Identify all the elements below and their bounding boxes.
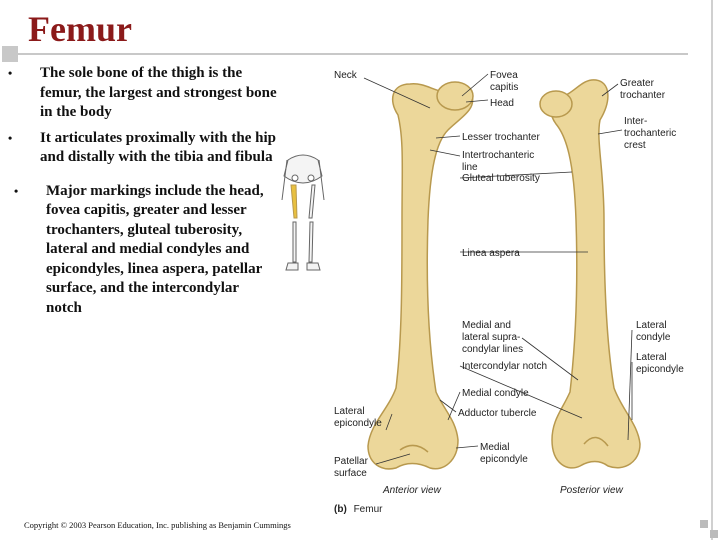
title-accent-square (2, 46, 18, 62)
posterior-femur-illustration (539, 79, 641, 469)
label-greater-1: Greater (620, 78, 655, 89)
caption-part: (b) (334, 504, 347, 515)
anterior-view-label: Anterior view (382, 485, 442, 496)
label-fovea-2: capitis (490, 82, 518, 93)
bullet-text: Major markings include the head, fovea c… (46, 182, 264, 316)
posterior-view-label: Posterior view (560, 485, 624, 496)
label-lesser-trochanter: Lesser trochanter (462, 132, 540, 143)
bullet-item: • The sole bone of the thigh is the femu… (8, 64, 278, 123)
label-med-supra-3: condylar lines (462, 344, 523, 355)
label-inter-crest-3: crest (624, 140, 646, 151)
label-medial-epicondyle-1: Medial (480, 442, 509, 453)
bullet-marker: • (8, 130, 13, 145)
label-lat-condyle-1: Lateral (636, 320, 667, 331)
label-gluteal-tuberosity: Gluteal tuberosity (462, 173, 540, 184)
label-inter-line-1: Intertrochanteric (462, 150, 534, 161)
label-neck: Neck (334, 70, 358, 81)
slide-title: Femur (28, 9, 132, 49)
label-patellar-2: surface (334, 468, 367, 479)
bullet-marker: • (8, 66, 13, 80)
label-lat-epicondyle-right-2: epicondyle (636, 364, 684, 375)
label-medial-condyle: Medial condyle (462, 388, 529, 399)
title-underline (18, 53, 688, 55)
label-med-supra-2: lateral supra- (462, 332, 520, 343)
label-fovea-1: Fovea (490, 70, 518, 81)
bullet-text: It articulates proximally with the hip a… (40, 129, 276, 166)
label-inter-line-2: line (462, 162, 478, 173)
bullet-item: • Major markings include the head, fovea… (8, 182, 278, 319)
figure-caption: (b) Femur (334, 504, 383, 515)
label-greater-2: trochanter (620, 90, 666, 101)
label-head: Head (490, 98, 514, 109)
bullet-list: • The sole bone of the thigh is the femu… (8, 64, 278, 324)
label-lat-epicondyle-left-2: epicondyle (334, 418, 382, 429)
bullet-marker: • (14, 183, 19, 198)
anterior-femur-illustration (367, 81, 474, 470)
right-border-line (711, 0, 713, 540)
copyright-notice: Copyright © 2003 Pearson Education, Inc.… (24, 520, 291, 530)
label-inter-crest-1: Inter- (624, 116, 647, 127)
skeleton-thumbnail (281, 154, 325, 271)
label-patellar-1: Patellar (334, 456, 369, 467)
corner-decoration (700, 520, 718, 538)
highlighted-femur (290, 184, 298, 219)
label-lat-epicondyle-right-1: Lateral (636, 352, 667, 363)
label-adductor-tubercle: Adductor tubercle (458, 408, 537, 419)
label-inter-crest-2: trochanteric (624, 128, 676, 139)
label-lat-epicondyle-left-1: Lateral (334, 406, 365, 417)
label-med-supra-1: Medial and (462, 320, 511, 331)
label-linea-aspera: Linea aspera (462, 248, 520, 259)
label-intercondylar-notch: Intercondylar notch (462, 361, 547, 372)
label-lat-condyle-2: condyle (636, 332, 671, 343)
caption-name: Femur (354, 504, 384, 515)
label-medial-epicondyle-2: epicondyle (480, 454, 528, 465)
bullet-item: • It articulates proximally with the hip… (8, 129, 278, 168)
bullet-text: The sole bone of the thigh is the femur,… (40, 65, 277, 120)
leader-lines (363, 73, 633, 465)
